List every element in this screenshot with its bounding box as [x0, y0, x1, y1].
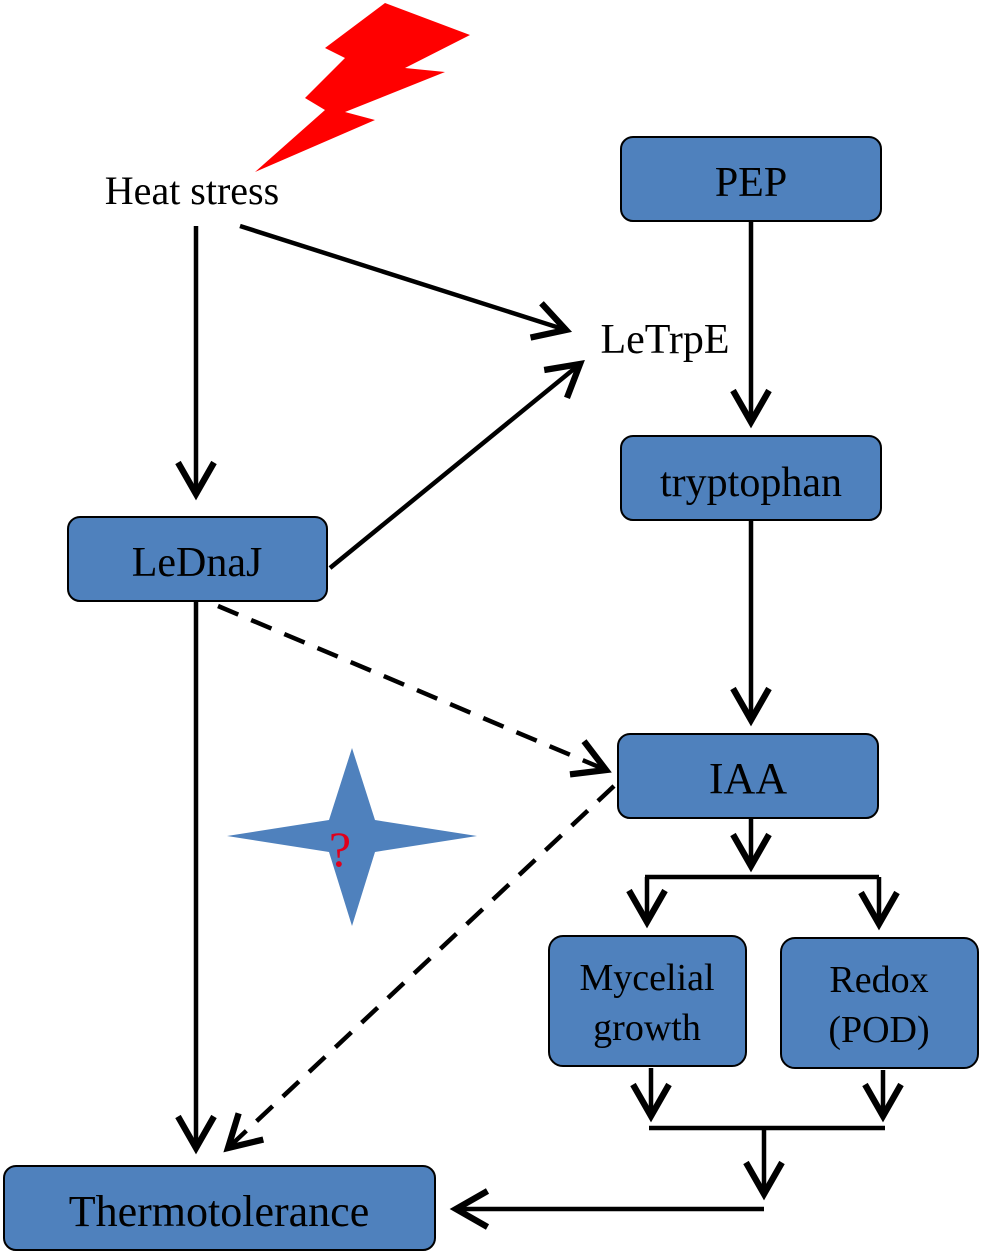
arrow-ledynaj-to-letrpe — [328, 359, 585, 570]
dashed-arrow-iaa-to-thermotolerance — [223, 784, 616, 1153]
svg-text:Redox: Redox — [829, 959, 928, 1001]
thermotolerance-node: Thermotolerance — [3, 1165, 436, 1251]
pep-node: PEP — [620, 136, 882, 222]
tryptophan-node: tryptophan — [620, 435, 882, 521]
svg-text:growth: growth — [593, 1007, 701, 1049]
iaa-node: IAA — [617, 733, 879, 819]
four-point-star-icon: ? — [227, 748, 477, 926]
ledynaj-node: LeDnaJ — [67, 516, 328, 602]
svg-text:PEP: PEP — [715, 160, 787, 206]
svg-text:tryptophan: tryptophan — [660, 460, 842, 506]
svg-text:IAA: IAA — [709, 754, 787, 803]
redox-pod-node: Redox (POD) — [780, 937, 979, 1069]
svg-text:LeDnaJ: LeDnaJ — [132, 540, 263, 586]
question-mark: ? — [329, 821, 351, 877]
letrpe-label: LeTrpE — [600, 317, 729, 363]
svg-text:Mycelial: Mycelial — [579, 957, 714, 999]
svg-text:(POD): (POD) — [828, 1009, 929, 1051]
mycelial-growth-node: Mycelial growth — [548, 935, 747, 1067]
lightning-bolt-icon — [255, 3, 470, 172]
heat-stress-label: Heat stress — [105, 168, 279, 213]
arrow-heat-to-letrpe — [239, 223, 573, 341]
dashed-arrow-ledynaj-to-iaa — [217, 603, 612, 778]
svg-text:Thermotolerance: Thermotolerance — [69, 1187, 370, 1236]
